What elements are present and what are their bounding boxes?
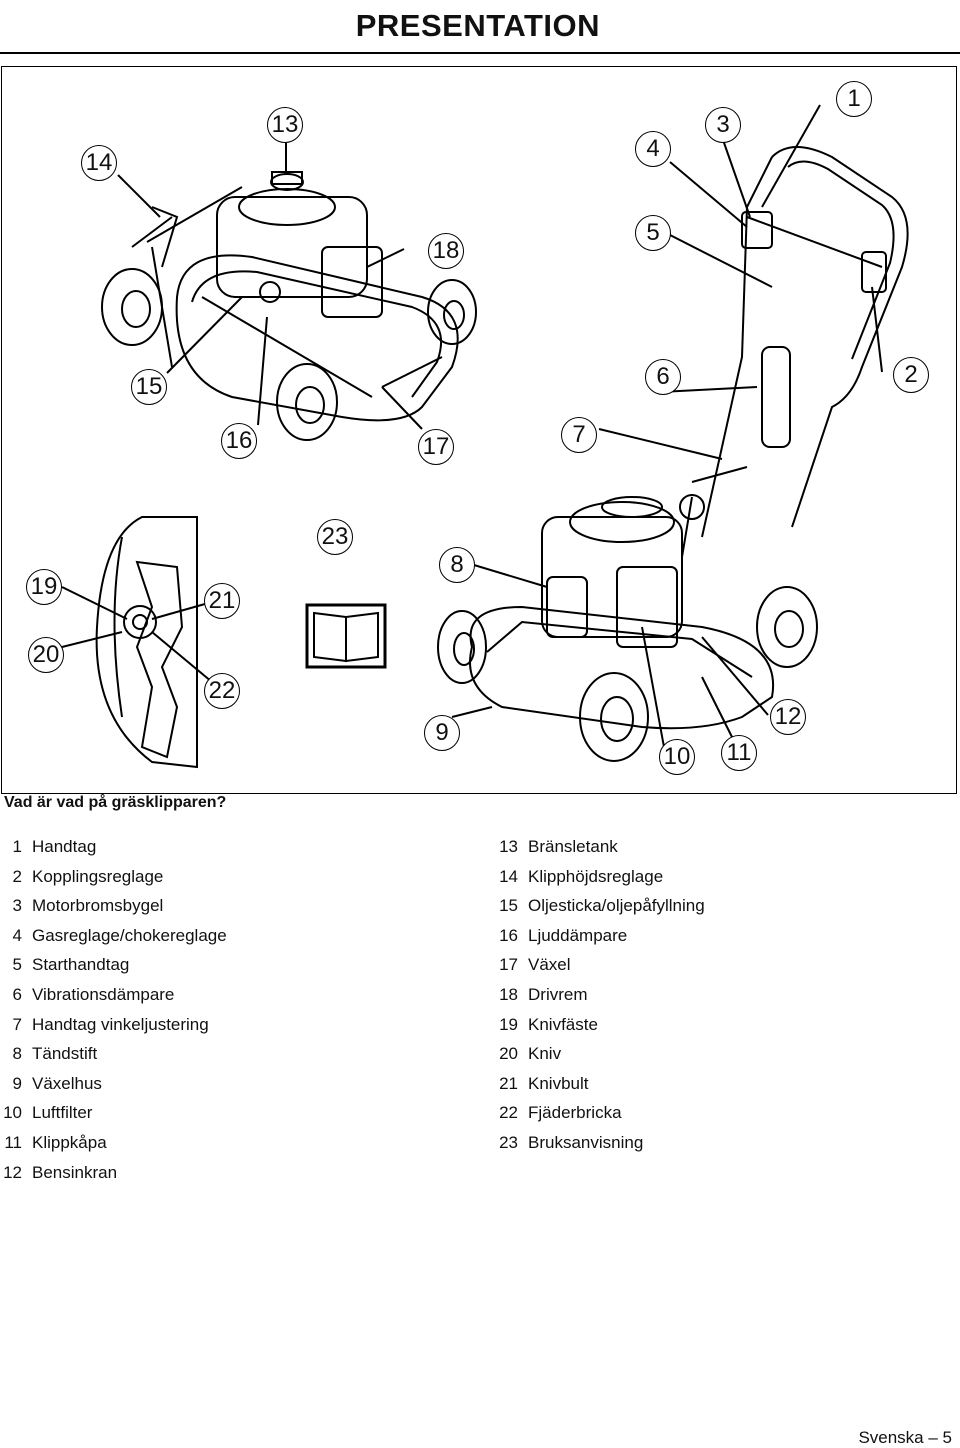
callout-15: 15 (131, 369, 167, 405)
callout-1: 1 (836, 81, 872, 117)
callout-4: 4 (635, 131, 671, 167)
manual-book-icon (305, 603, 387, 669)
mower-top-view (101, 142, 477, 441)
callout-5: 5 (635, 215, 671, 251)
callout-3: 3 (705, 107, 741, 143)
callout-13: 13 (267, 107, 303, 143)
callout-16: 16 (221, 423, 257, 459)
title-rule (0, 52, 960, 54)
callout-12: 12 (770, 699, 806, 735)
callout-2: 2 (893, 357, 929, 393)
callout-6: 6 (645, 359, 681, 395)
callout-7: 7 (561, 417, 597, 453)
callout-10: 10 (659, 739, 695, 775)
callout-18: 18 (428, 233, 464, 269)
callout-22: 22 (204, 673, 240, 709)
callout-11: 11 (721, 735, 757, 771)
callout-9: 9 (424, 715, 460, 751)
callout-8: 8 (439, 547, 475, 583)
callout-14: 14 (81, 145, 117, 181)
callout-20: 20 (28, 637, 64, 673)
callout-17: 17 (418, 429, 454, 465)
page-title: PRESENTATION (355, 8, 600, 43)
figure-illustration (61, 104, 909, 769)
section-heading: Vad är vad på gräsklipparen? (4, 794, 227, 811)
lawnmower-figure: 1 2 3 4 5 6 7 8 9 10 11 12 13 14 15 16 1… (1, 66, 957, 794)
mower-side-view (437, 104, 909, 762)
callout-23: 23 (317, 519, 353, 555)
blade-detail (61, 516, 213, 769)
callout-19: 19 (26, 569, 62, 605)
page-footer: Svenska – 5 (858, 1428, 952, 1447)
callout-21: 21 (204, 583, 240, 619)
